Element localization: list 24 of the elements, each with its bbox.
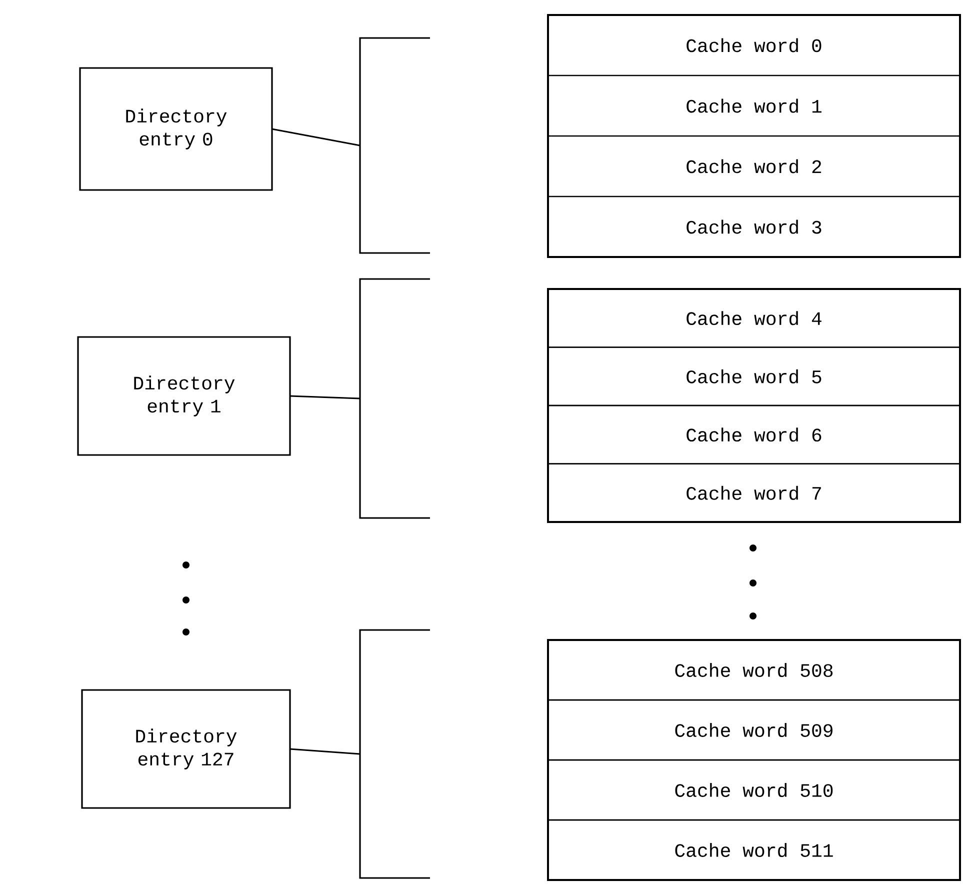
cache-word-cell: Cache word 0 — [547, 14, 961, 76]
bracket — [359, 629, 430, 879]
directory-entry-box: Directory entry 127 — [81, 689, 291, 809]
directory-entry-box: Directory entry 0 — [79, 67, 273, 191]
bracket — [359, 278, 430, 519]
connector-line — [290, 395, 360, 400]
cache-block — [547, 639, 962, 881]
cache-word-cell: Cache word 1 — [547, 74, 961, 137]
cache-word-cell: Cache word 510 — [547, 759, 961, 821]
bracket — [359, 37, 430, 254]
cache-word-cell: Cache word 4 — [547, 288, 961, 348]
cache-word-cell: Cache word 7 — [547, 463, 961, 523]
cache-word-cell: Cache word 2 — [547, 135, 961, 198]
connector-line — [290, 748, 360, 755]
cache-word-cell: Cache word 5 — [547, 346, 961, 406]
cache-block — [547, 288, 962, 523]
cache-word-cell: Cache word 511 — [547, 819, 961, 881]
cache-word-cell: Cache word 509 — [547, 699, 961, 761]
cache-word-cell: Cache word 3 — [547, 196, 961, 258]
cache-block — [547, 14, 962, 258]
cache-word-cell: Cache word 508 — [547, 639, 961, 701]
directory-entry-box: Directory entry 1 — [77, 336, 291, 456]
cache-word-cell: Cache word 6 — [547, 404, 961, 464]
connector-line — [272, 128, 360, 146]
